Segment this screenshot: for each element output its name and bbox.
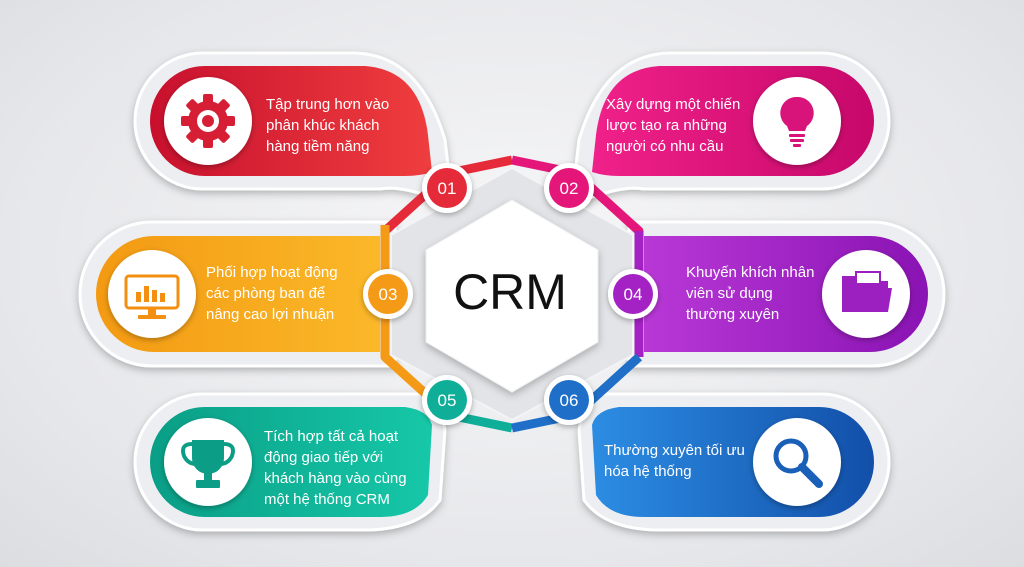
badge-number-05: 05	[438, 391, 457, 410]
item-04-text: Khuyến khích nhân viên sử dụng thường xu…	[686, 262, 826, 325]
item-02-line: người có nhu cầu	[606, 138, 724, 155]
item-04-line: Khuyến khích nhân	[686, 264, 815, 281]
item-05-line: động giao tiếp với	[264, 449, 384, 466]
badge-number-06: 06	[560, 391, 579, 410]
item-02-line: lược tạo ra những	[606, 117, 727, 134]
item-02-line: Xây dựng một chiến	[606, 96, 741, 113]
item-05-line: khách hàng vào cùng	[264, 470, 407, 487]
folder-icon	[842, 271, 892, 312]
badge-number-03: 03	[379, 285, 398, 304]
trophy-icon	[181, 440, 235, 488]
badge-number-01: 01	[438, 179, 457, 198]
item-03-line: nâng cao lợi nhuận	[206, 306, 335, 323]
item-03-text: Phối hợp hoạt động các phòng ban để nâng…	[206, 262, 366, 325]
item-02-text: Xây dựng một chiến lược tạo ra những ngư…	[606, 94, 766, 157]
monitor-chart-icon	[124, 274, 180, 319]
item-04-line: viên sử dụng	[686, 285, 773, 302]
item-03-line: Phối hợp hoạt động	[206, 264, 338, 281]
item-04-line: thường xuyên	[686, 306, 780, 323]
item-01-line: Tập trung hơn vào	[266, 96, 390, 113]
item-06-text: Thường xuyên tối ưu hóa hệ thống	[604, 440, 769, 482]
item-01-line: phân khúc khách	[266, 117, 380, 134]
badge-number-04: 04	[624, 285, 643, 304]
badge-number-02: 02	[560, 179, 579, 198]
gear-icon	[181, 94, 235, 148]
magnifier-icon	[773, 438, 823, 488]
item-01-line: hàng tiềm năng	[266, 138, 370, 155]
center-title: CRM	[453, 264, 567, 320]
item-03-line: các phòng ban để	[206, 285, 326, 302]
item-01-text: Tập trung hơn vào phân khúc khách hàng t…	[266, 94, 426, 157]
item-06-line: Thường xuyên tối ưu	[604, 442, 745, 459]
item-05-text: Tích hợp tất cả hoạt động giao tiếp với …	[264, 426, 429, 510]
item-06-line: hóa hệ thống	[604, 463, 692, 480]
item-05-line: Tích hợp tất cả hoạt	[264, 428, 399, 445]
center-hexagon	[425, 199, 599, 393]
lightbulb-icon	[780, 96, 814, 147]
item-05-line: một hệ thống CRM	[264, 491, 390, 508]
